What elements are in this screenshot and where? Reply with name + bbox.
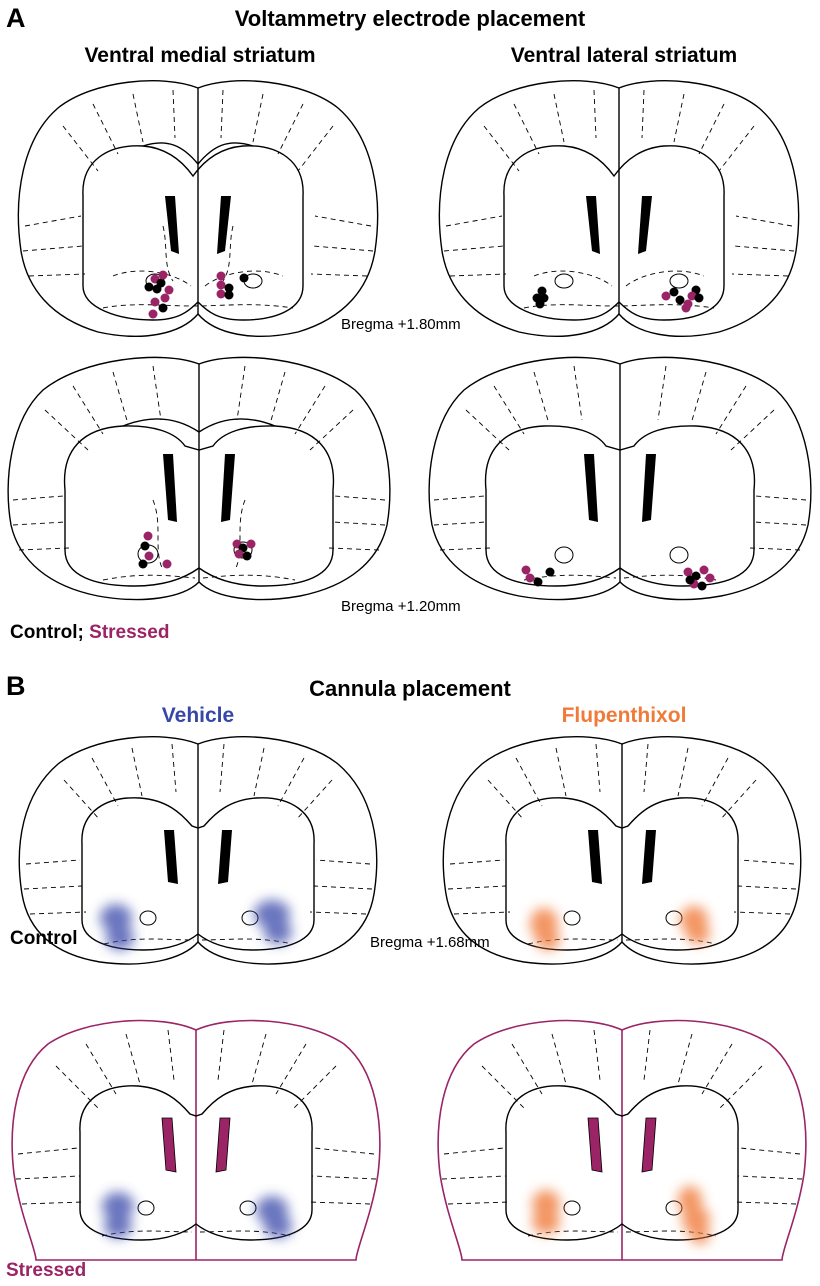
electrode-dots bbox=[144, 270, 249, 319]
panel-b-title: Cannula placement bbox=[309, 676, 511, 701]
cannula-flupenthixol-stressed bbox=[432, 1014, 816, 1264]
brain-section-medial-row1 bbox=[3, 76, 393, 342]
panel-a-title: Voltammetry electrode placement bbox=[234, 6, 586, 31]
legend: Control; Stressed bbox=[10, 622, 169, 644]
cannula-flupenthixol-control bbox=[432, 734, 816, 966]
panel-a-col-left-label: Ventral medial striatum bbox=[84, 44, 316, 67]
brain-section-lateral-row2 bbox=[424, 350, 816, 606]
flupenthixol-label: Flupenthixol bbox=[561, 704, 687, 727]
bregma-label-row2: Bregma +1.20mm bbox=[341, 598, 461, 615]
legend-stressed: Stressed bbox=[89, 622, 170, 643]
cannula-placement-shading-icon bbox=[100, 900, 292, 950]
brain-section-lateral-row1 bbox=[424, 76, 814, 342]
bregma-label-panel-b: Bregma +1.68mm bbox=[370, 934, 490, 951]
row-label-stressed: Stressed bbox=[6, 1260, 87, 1281]
panel-b-letter: B bbox=[6, 671, 26, 701]
row-label-control: Control bbox=[10, 928, 78, 949]
panel-a-letter: A bbox=[6, 3, 26, 33]
legend-control: Control; bbox=[10, 622, 84, 643]
brain-section-medial-row2 bbox=[3, 350, 395, 606]
coronal-brain-section-icon bbox=[17, 80, 379, 337]
vehicle-label: Vehicle bbox=[161, 704, 235, 727]
bregma-label-row1: Bregma +1.80mm bbox=[341, 316, 461, 333]
panel-a-col-right-label: Ventral lateral striatum bbox=[510, 44, 738, 67]
cannula-vehicle-control bbox=[8, 734, 392, 966]
cannula-vehicle-stressed bbox=[6, 1014, 390, 1264]
